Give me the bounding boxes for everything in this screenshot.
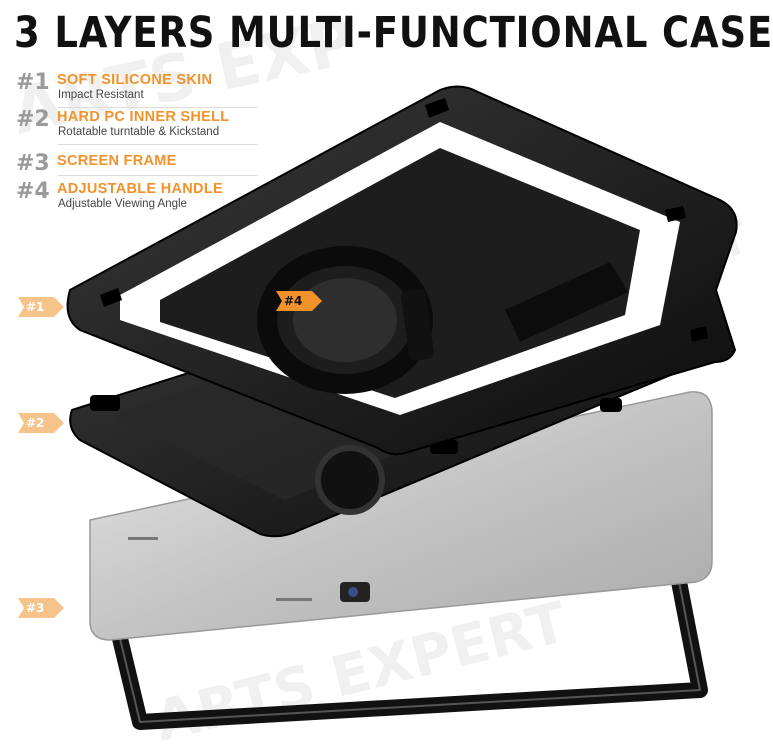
silicone-skin [66,85,738,456]
callout-label: #3 [26,601,45,615]
divider [58,175,258,176]
divider [58,144,258,145]
callout-label: #2 [26,416,45,430]
product-illustration [66,85,738,730]
tablet [89,391,713,641]
feature-title: SOFT SILICONE SKIN [57,72,213,88]
feature-subtitle: Rotatable turntable & Kickstand [58,126,220,138]
feature-title: HARD PC INNER SHELL [57,109,230,125]
callout-label: #4 [284,294,303,308]
feature-number: #4 [16,179,50,204]
feature-number: #3 [16,151,50,176]
feature-number: #2 [16,107,50,132]
callout-label: #1 [26,300,45,314]
feature-subtitle: Impact Resistant [58,89,144,101]
feature-title: SCREEN FRAME [57,153,177,169]
callout-tag-1: #1 [18,297,64,317]
divider [58,107,258,108]
feature-number: #1 [16,70,50,95]
callout-tag-4: #4 [276,291,322,311]
callout-tag-3: #3 [18,598,64,618]
callout-tag-2: #2 [18,413,64,433]
feature-subtitle: Adjustable Viewing Angle [58,198,187,210]
feature-title: ADJUSTABLE HANDLE [57,181,223,197]
